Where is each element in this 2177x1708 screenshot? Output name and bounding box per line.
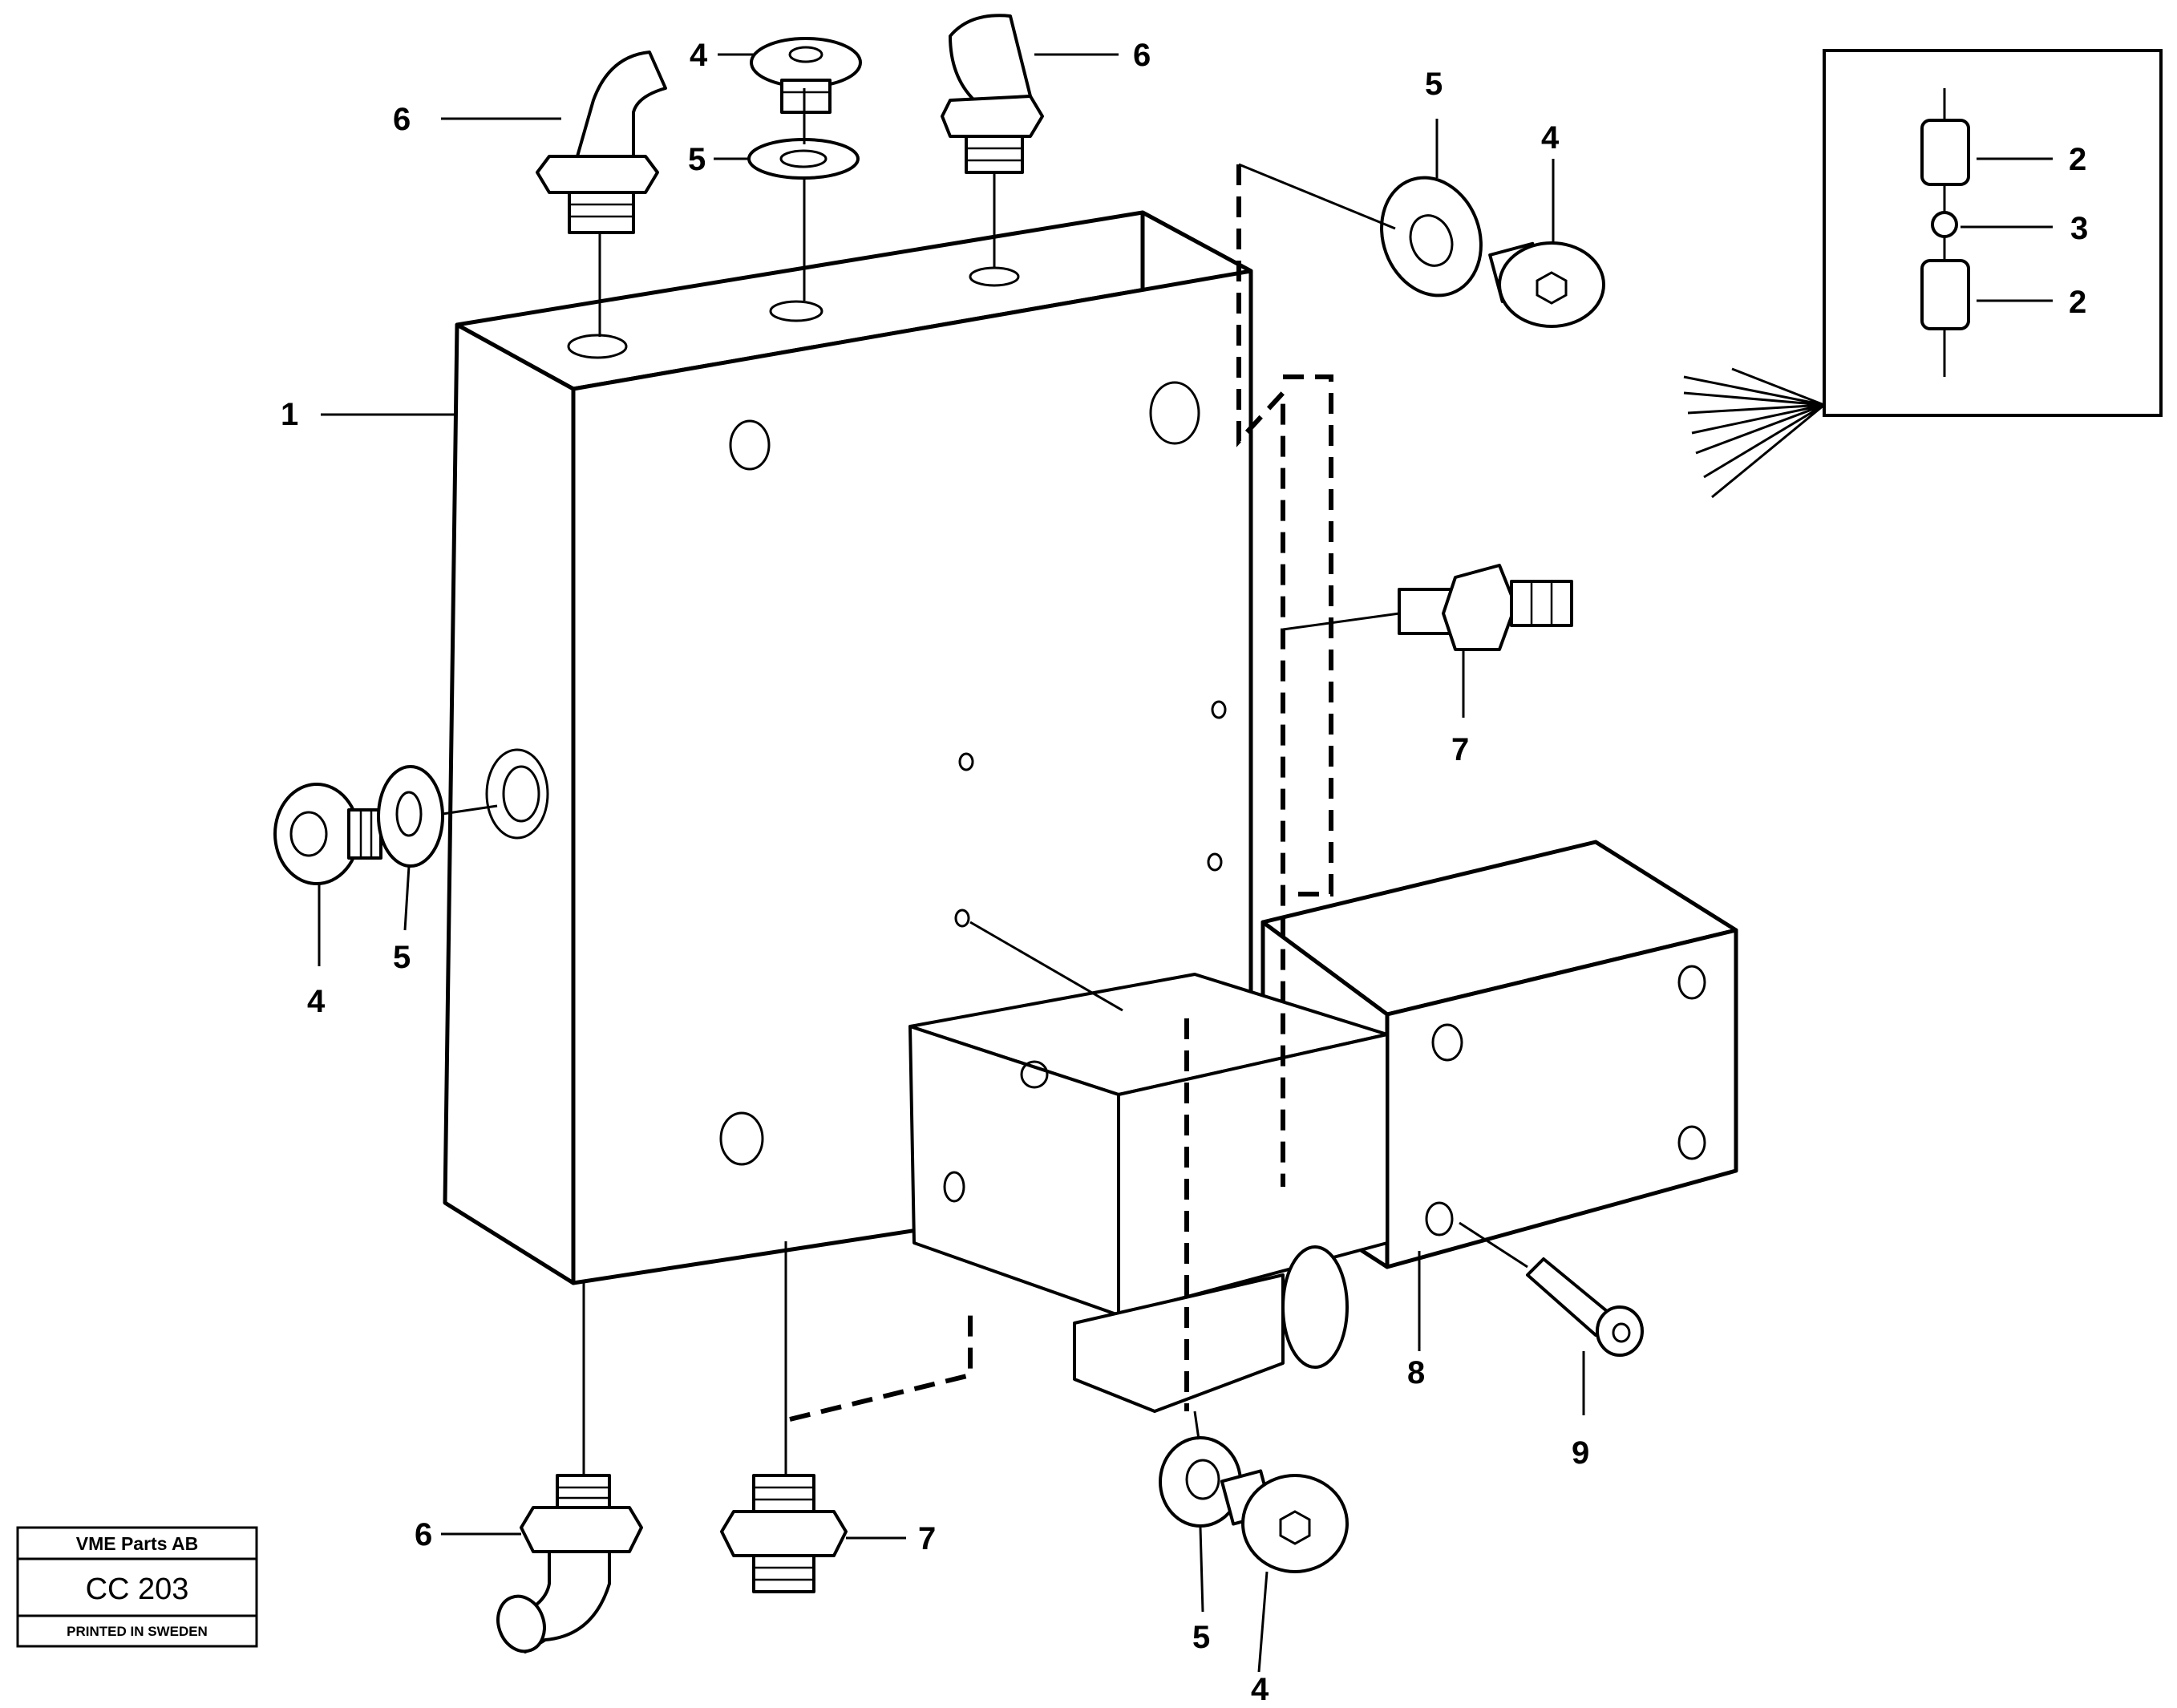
callout-5-left: 5 bbox=[393, 940, 411, 975]
washer-left bbox=[377, 765, 444, 868]
title-block-footer: PRINTED IN SWEDEN bbox=[67, 1624, 208, 1639]
callout-1: 1 bbox=[281, 397, 298, 432]
callout-3: 3 bbox=[2070, 211, 2088, 246]
callout-7-bottom: 7 bbox=[918, 1521, 936, 1556]
title-block: VME Parts AB CC 203 PRINTED IN SWEDEN bbox=[16, 1526, 258, 1648]
callout-2-lower: 2 bbox=[2069, 285, 2086, 320]
callout-6-top-left: 6 bbox=[393, 102, 411, 137]
plug-right bbox=[1488, 241, 1605, 328]
callout-5-right: 5 bbox=[1425, 67, 1443, 102]
hidden-line-right bbox=[1236, 164, 1285, 1187]
callout-labels: 1 6 4 5 6 5 4 2 3 2 7 4 5 8 9 6 7 5 4 bbox=[281, 38, 2088, 1707]
elbow-fitting-top-right bbox=[941, 14, 1044, 174]
callout-2-upper: 2 bbox=[2069, 142, 2086, 177]
callout-9: 9 bbox=[1572, 1435, 1589, 1471]
plug-bottom bbox=[1220, 1469, 1349, 1573]
solenoid-coil bbox=[908, 973, 1389, 1413]
elbow-fitting-bottom-left bbox=[496, 1474, 643, 1653]
callout-5-top: 5 bbox=[688, 142, 706, 177]
callout-4-top: 4 bbox=[690, 38, 708, 73]
callout-5-bottom: 5 bbox=[1192, 1620, 1210, 1655]
inset-detail bbox=[1683, 49, 2163, 499]
callout-8: 8 bbox=[1407, 1355, 1425, 1390]
hidden-line-bottom bbox=[789, 1315, 973, 1422]
adapter-bottom bbox=[720, 1474, 848, 1593]
leader-lines bbox=[318, 53, 2053, 1673]
title-block-code: CC 203 bbox=[86, 1572, 189, 1606]
washer-top bbox=[747, 138, 860, 180]
callout-4-right: 4 bbox=[1541, 120, 1560, 156]
title-block-company: VME Parts AB bbox=[76, 1533, 199, 1554]
plug-top bbox=[750, 37, 862, 114]
callout-7-right: 7 bbox=[1451, 732, 1469, 767]
elbow-fitting-top-left bbox=[536, 51, 667, 234]
callout-6-top: 6 bbox=[1133, 38, 1151, 73]
callout-4-left: 4 bbox=[307, 984, 326, 1019]
hidden-line-frame bbox=[1283, 374, 1333, 896]
plug-left bbox=[273, 783, 382, 885]
adapter-right bbox=[1398, 564, 1573, 651]
callout-4-bottom: 4 bbox=[1251, 1672, 1269, 1707]
bolt bbox=[1526, 1257, 1644, 1357]
callout-6-bottom: 6 bbox=[415, 1517, 432, 1552]
washer-right bbox=[1380, 176, 1483, 297]
